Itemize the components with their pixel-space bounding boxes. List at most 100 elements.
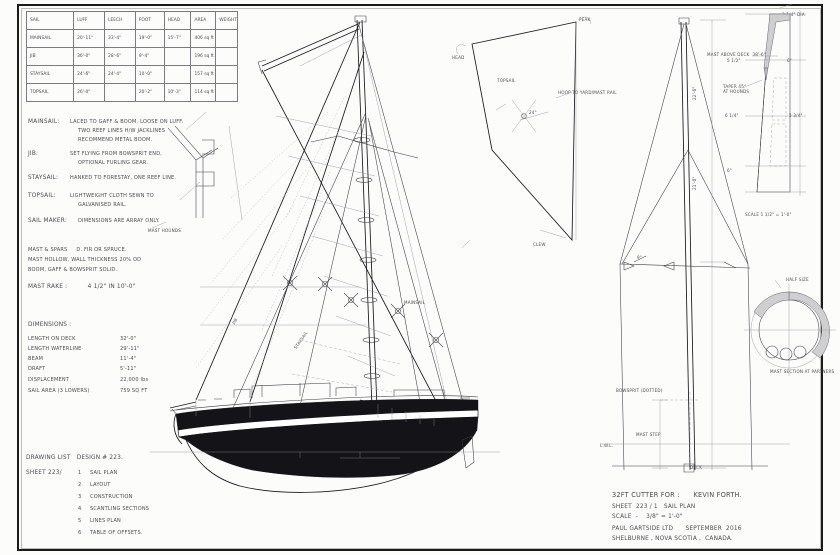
label-topsail-peak: PEAK: [579, 17, 591, 22]
label-mast-taper: TAPER 45° AT HOUNDS: [723, 84, 750, 95]
label-mast-top-dia: 3 1/4" DIA: [782, 12, 805, 17]
note-text-sailmaker-1: DIMENSIONS ARE ARRAY ONLY.: [78, 218, 160, 224]
note-label-mainsail: MAINSAIL:: [28, 119, 60, 125]
cell-foot: 10'-0": [134, 65, 165, 84]
cell-luff: 26'-0": [73, 83, 106, 102]
drawing-list-sheet: SHEET 223/: [26, 470, 62, 476]
label-mast-scale: SCALE 1 1/2" = 1'-0": [745, 212, 792, 217]
dim-label-lod: LENGTH ON DECK: [28, 336, 76, 342]
cell-luff: 20'-11": [73, 29, 106, 48]
note-label-jib: JIB:: [28, 151, 39, 157]
cell-head: [163, 47, 192, 66]
label-sail-mainsail: MAINSAIL: [404, 300, 426, 305]
dl-text-4: SCANTLING SECTIONS: [90, 506, 150, 512]
cell-leech: [104, 83, 136, 102]
cell-weight: [215, 83, 238, 102]
th-sail: SAIL: [25, 11, 75, 30]
sheet-border-right: [821, 4, 823, 551]
note-text-mainsail-1: LACED TO GAFF & BOOM. LOOSE ON LUFF.: [70, 119, 184, 125]
sheet-border-inner: [21, 8, 821, 549]
label-mast-d5: 6": [727, 168, 732, 173]
label-topsail-angle: 24°: [529, 110, 537, 115]
spar-note-3: BOOM, GAFF & BOWSPRIT SOLID.: [28, 267, 118, 273]
label-mast-d1: 5 1/2": [727, 58, 741, 63]
label-topsail-clew: CLEW: [533, 242, 546, 247]
title-line-scale: SCALE - 3/8" = 1'-0": [612, 514, 683, 520]
cell-weight: [215, 65, 238, 84]
cell-area: 114 sq ft: [190, 83, 217, 102]
dl-text-1: SAIL PLAN: [90, 470, 118, 476]
th-area: AREA: [190, 11, 217, 30]
title-line-project: 32FT CUTTER FOR : KEVIN FORTH.: [612, 491, 742, 499]
cell-area: 406 sq ft: [190, 29, 217, 48]
dim-value-draft: 5'-11": [120, 366, 137, 372]
cell-leech: 33'-4": [104, 29, 136, 48]
note-label-topsail: TOPSAIL:: [28, 193, 56, 199]
dl-num-2: 2: [78, 482, 82, 488]
dl-num-3: 3: [78, 494, 82, 500]
dl-text-2: LAYOUT: [90, 482, 111, 488]
cell-sail: JIB: [25, 47, 75, 66]
spar-note-mast-rake: MAST RAKE : 4 1/2" IN 10'-0": [28, 284, 136, 290]
dl-num-1: 1: [78, 470, 82, 476]
dim-value-sail-area: 759 SQ FT: [120, 388, 148, 394]
note-text-topsail-1: LIGHTWEIGHT CLOTH SEWN TO: [70, 193, 154, 199]
label-mast-d4: 5 3/4": [789, 113, 803, 118]
cell-weight: [215, 47, 238, 66]
cell-foot: 19'-0": [134, 29, 165, 48]
table-row: STAYSAIL 24'-6" 24'-4" 10'-0" 157 sq ft: [25, 65, 238, 84]
th-head: HEAD: [163, 11, 192, 30]
title-line-address: SHELBURNE , NOVA SCOTIA , CANADA.: [612, 536, 733, 542]
label-front-spreader: 9°: [637, 255, 643, 260]
dl-num-5: 5: [78, 518, 82, 524]
title-line-firm: PAUL GARTSIDE LTD SEPTEMBER 2016: [612, 526, 742, 532]
sail-dimension-table: SAIL LUFF LEECH FOOT HEAD AREA WEIGHT MA…: [25, 11, 238, 102]
cell-weight: [215, 29, 238, 48]
dim-label-beam: BEAM: [28, 356, 44, 362]
note-text-mainsail-2: TWO REEF LINES H/W JACKLINES: [78, 128, 166, 134]
dim-value-lod: 32'-0": [120, 336, 137, 342]
dim-label-displacement: DISPLACEMENT: [28, 377, 70, 383]
sheet-border-bottom: [17, 549, 823, 551]
table-header-row: SAIL LUFF LEECH FOOT HEAD AREA WEIGHT: [25, 11, 238, 30]
label-mast-half-size: HALF SIZE: [786, 277, 809, 282]
table-row: MAINSAIL 20'-11" 33'-4" 19'-0" 15'-7" 40…: [25, 29, 238, 48]
cell-area: 196 sq ft: [190, 47, 217, 66]
th-luff: LUFF: [73, 11, 106, 30]
note-text-staysail-1: HANKED TO FORESTAY, ONE REEF LINE.: [70, 175, 177, 181]
dim-label-draft: DRAFT: [28, 366, 46, 372]
title-line-sheet: SHEET 223 / 1 SAIL PLAN: [612, 504, 696, 510]
note-text-topsail-2: GALVANISED RAIL.: [78, 202, 127, 208]
dl-text-6: TABLE OF OFFSETS.: [90, 530, 143, 536]
th-leech: LEECH: [104, 11, 136, 30]
sheet-border-left: [17, 4, 19, 551]
cell-head: 15'-7": [163, 29, 192, 48]
label-sail-lwl: L.W.L.: [318, 458, 332, 463]
label-topsail-hoop: HOOP TO YARD/MAST RAIL: [558, 90, 617, 95]
spar-note-1: MAST & SPARS D. FIR OR SPRUCE.: [28, 247, 127, 253]
sheet-border-top: [17, 4, 823, 6]
dim-value-lwl: 29'-11": [120, 346, 140, 352]
spar-note-2: MAST HOLLOW, WALL THICKNESS 20% OD: [28, 257, 142, 263]
note-text-jib-1: SET FLYING FROM BOWSPRIT END,: [70, 151, 163, 157]
note-label-staysail: STAYSAIL:: [28, 175, 59, 181]
cell-head: [163, 65, 192, 84]
table-row: JIB 36'-0" 28'-6" 9'-4" 196 sq ft: [25, 47, 238, 66]
cell-foot: 9'-4": [134, 47, 165, 66]
cell-leech: 24'-4": [104, 65, 136, 84]
cell-sail: TOPSAIL: [25, 83, 75, 102]
label-mast-hounds: MAST HOUNDS: [148, 228, 182, 233]
label-mast-step: MAST STEP: [636, 432, 661, 437]
th-weight: WEIGHT: [215, 11, 238, 30]
dl-text-5: LINES PLAN: [90, 518, 121, 524]
cell-sail: MAINSAIL: [25, 29, 75, 48]
label-mast-d3: 6 1/4": [725, 113, 739, 118]
dim-label-lwl: LENGTH WATERLINE: [28, 346, 82, 352]
cell-luff: 24'-6": [73, 65, 106, 84]
dim-value-displacement: 22,000 lbs: [120, 377, 149, 383]
label-front-deck: DECK: [690, 465, 703, 470]
th-foot: FOOT: [134, 11, 165, 30]
dl-num-4: 4: [78, 506, 82, 512]
label-topsail-head: HEAD: [452, 55, 465, 60]
